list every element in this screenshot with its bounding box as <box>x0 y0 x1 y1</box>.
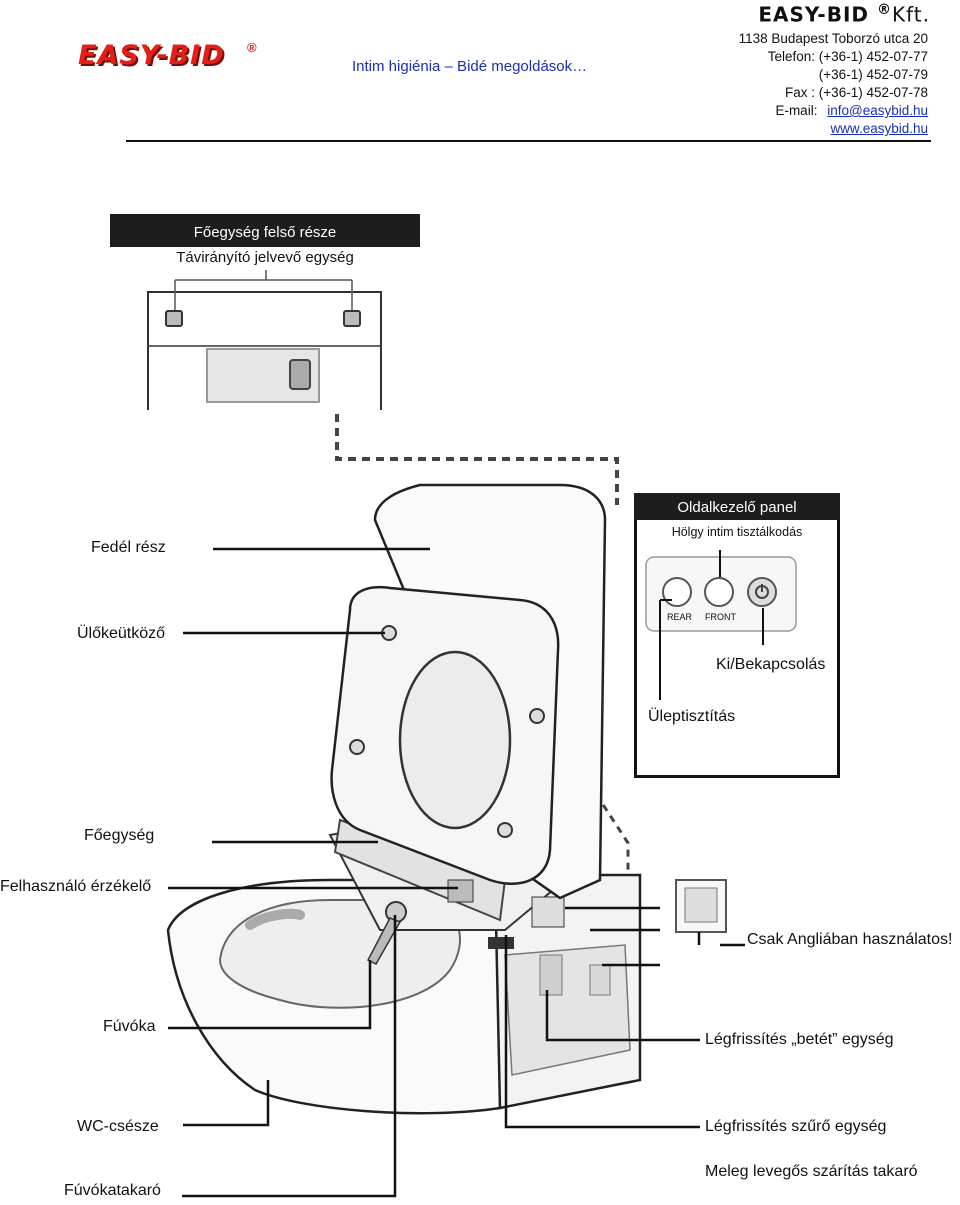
company-phone-2: (+36-1) 452-07-79 <box>818 67 928 82</box>
brand-logo: EASY-BID <box>78 40 225 71</box>
label-rear-cleaning: Üleptisztítás <box>648 708 736 725</box>
top-panel-subtitle: Távirányító jelvevő egység <box>176 249 354 266</box>
top-panel-title: Főegység felső része <box>110 214 420 247</box>
email-link[interactable]: info@easybid.hu <box>827 103 928 118</box>
tagline: Intim higiénia – Bidé megoldások… <box>352 58 588 75</box>
company-email: E-mail: info@easybid.hu <box>775 103 928 118</box>
label-power: Ki/Bekapcsolás <box>716 656 826 673</box>
side-panel-title: Oldalkezelő panel <box>634 493 840 520</box>
header-divider <box>126 140 931 142</box>
side-panel-box: Oldalkezelő panel Hölgy intim tisztálkod… <box>634 493 840 778</box>
label-uk-only: Csak Angliában használatos! <box>747 931 953 948</box>
side-panel-subtitle: Hölgy intim tisztálkodás <box>671 525 803 539</box>
company-name: EASY-BID ®Kft. <box>758 2 930 27</box>
label-seat-bumper: Ülőkeütköző <box>77 625 166 642</box>
website-link[interactable]: www.easybid.hu <box>830 121 928 136</box>
company-fax: Fax : (+36-1) 452-07-78 <box>785 85 928 100</box>
company-phone-1: Telefon: (+36-1) 452-07-77 <box>767 49 928 64</box>
label-dryer-cover: Meleg levegős szárítás takaró <box>705 1163 918 1180</box>
company-registered-mark: ® <box>876 2 892 18</box>
receiver-unit-drawing <box>147 270 382 410</box>
front-button-label: FRONT <box>705 612 736 622</box>
toilet-body-drawing <box>166 483 727 1115</box>
leader-lines <box>168 547 745 1198</box>
label-nozzle-cover: Fúvókatakaró <box>64 1182 161 1199</box>
label-bowl: WC-csésze <box>77 1118 159 1135</box>
company-suffix: Kft. <box>891 2 930 27</box>
label-main-unit: Főegység <box>84 827 155 844</box>
label-nozzle: Fúvóka <box>103 1018 156 1035</box>
email-label: E-mail: <box>775 103 818 118</box>
company-address: 1138 Budapest Toborzó utca 20 <box>738 31 928 46</box>
brand-logo-registered-mark: ® <box>247 40 257 55</box>
label-lid: Fedél rész <box>91 539 166 556</box>
top-panel-box: Főegység felső része Távirányító jelvevő… <box>110 214 420 411</box>
rear-button-label: REAR <box>667 612 693 622</box>
label-deodorizer-insert: Légfrissítés „betét” egység <box>705 1031 894 1048</box>
dashed-leader-side <box>558 739 630 880</box>
company-name-text: EASY-BID <box>758 2 870 27</box>
side-panel-buttons <box>645 550 797 700</box>
label-user-sensor: Felhasználó érzékelő <box>0 878 152 895</box>
label-deodorizer-filter: Légfrissítés szűrő egység <box>705 1118 887 1135</box>
dashed-leader-top <box>335 414 619 505</box>
